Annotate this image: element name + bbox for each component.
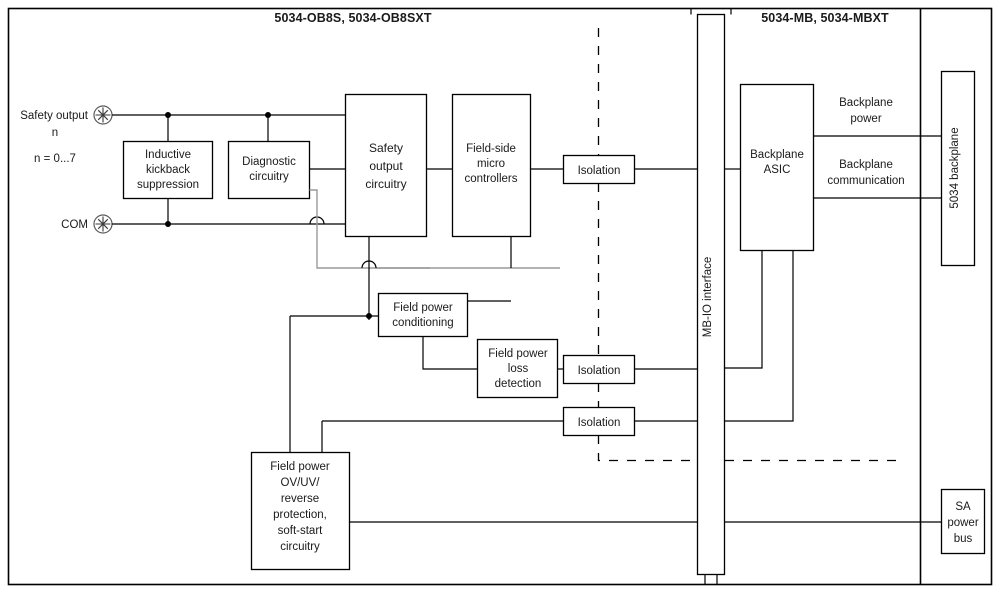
terminal-safety-output[interactable]: [93, 105, 113, 125]
wire-grey-diagnostic-feedback: [309, 189, 430, 269]
block-isolation-3-label: Isolation: [578, 417, 621, 429]
label-safety-output-line1: Safety output: [20, 110, 89, 122]
title-left-module: 5034-OB8S, 5034-OB8SXT: [274, 11, 431, 25]
label-safety-output-line2: n: [52, 127, 58, 139]
label-backplane-power-line1: Backplane: [839, 97, 893, 109]
block-inductive-kickback-suppression: [122, 140, 214, 200]
block-field-micro-line3: controllers: [464, 173, 517, 185]
block-sa-power-bus: [940, 488, 986, 555]
block-fp-conditioning-line2: conditioning: [392, 317, 453, 329]
block-isolation-1-label: Isolation: [578, 165, 621, 177]
block-sa-power-line3: bus: [954, 533, 973, 545]
block-isolation-3: [562, 406, 636, 437]
block-sa-power-line1: SA: [955, 501, 971, 513]
block-inductive-kickback-line1: Inductive: [145, 149, 191, 161]
block-5034-backplane: [940, 70, 976, 267]
block-inductive-kickback-line2: kickback: [146, 164, 190, 176]
block-fp-protect-line2: OV/UV/: [281, 477, 321, 489]
title-right-module: 5034-MB, 5034-MBXT: [761, 11, 889, 25]
block-field-power-loss-detection: [476, 338, 559, 399]
diagram-outer-frame: [7, 7, 993, 586]
wire-conditioning-to-loss-detection: [422, 336, 478, 370]
block-mb-io-interface: [696, 13, 726, 576]
block-field-power-conditioning: [377, 292, 469, 338]
label-backplane-comm-line2: communication: [827, 175, 904, 187]
block-diagnostic-circuitry: [227, 140, 311, 200]
block-safety-output-line3: circuitry: [365, 177, 406, 191]
label-backplane-power-line2: power: [850, 113, 881, 125]
wire-asic-bottom-to-mbio-2: [724, 250, 794, 422]
block-isolation-2-label: Isolation: [578, 365, 621, 377]
block-inductive-kickback-line3: suppression: [137, 179, 199, 191]
wire-asic-bottom-to-mbio-1: [724, 250, 763, 369]
block-field-power-protection: [250, 451, 351, 571]
block-field-side-micro-controllers: [451, 93, 532, 238]
block-5034-backplane-label: 5034 backplane: [949, 127, 961, 208]
block-safety-output-line2: output: [369, 159, 403, 173]
block-safety-output-line1: Safety: [369, 141, 403, 155]
block-backplane-asic-line1: Backplane: [750, 149, 804, 161]
block-fp-protect-line1: Field power: [270, 461, 330, 473]
block-fp-conditioning-line1: Field power: [393, 302, 453, 314]
block-isolation-1: [562, 154, 636, 185]
block-fp-loss-line1: Field power: [488, 348, 548, 360]
label-com: COM: [61, 219, 88, 231]
block-diagnostic-line2: circuitry: [249, 171, 289, 183]
block-fp-protect-line4: protection,: [273, 509, 327, 521]
block-field-micro-line1: Field-side: [466, 143, 516, 155]
block-fp-protect-line5: soft-start: [278, 525, 324, 537]
block-backplane-asic: [739, 83, 815, 252]
block-fp-protect-line3: reverse: [281, 493, 319, 505]
terminal-com[interactable]: [93, 214, 113, 234]
block-safety-output-circuitry: [344, 93, 428, 238]
block-backplane-asic-line2: ASIC: [764, 164, 791, 176]
block-fp-protect-line6: circuitry: [280, 541, 320, 553]
isolation-barrier-dash-seg4: [597, 435, 697, 462]
block-fp-loss-line2: loss: [508, 363, 529, 375]
block-sa-power-line2: power: [947, 517, 978, 529]
block-fp-loss-line3: detection: [495, 378, 542, 390]
label-backplane-comm-line1: Backplane: [839, 159, 893, 171]
block-field-micro-line2: micro: [477, 158, 505, 170]
block-diagnostic-line1: Diagnostic: [242, 156, 296, 168]
block-mb-io-interface-label: MB-IO interface: [702, 257, 714, 338]
block-isolation-2: [562, 354, 636, 385]
wire-hop-grey-crossing: [361, 260, 377, 269]
label-safety-output-range: n = 0...7: [34, 153, 76, 165]
